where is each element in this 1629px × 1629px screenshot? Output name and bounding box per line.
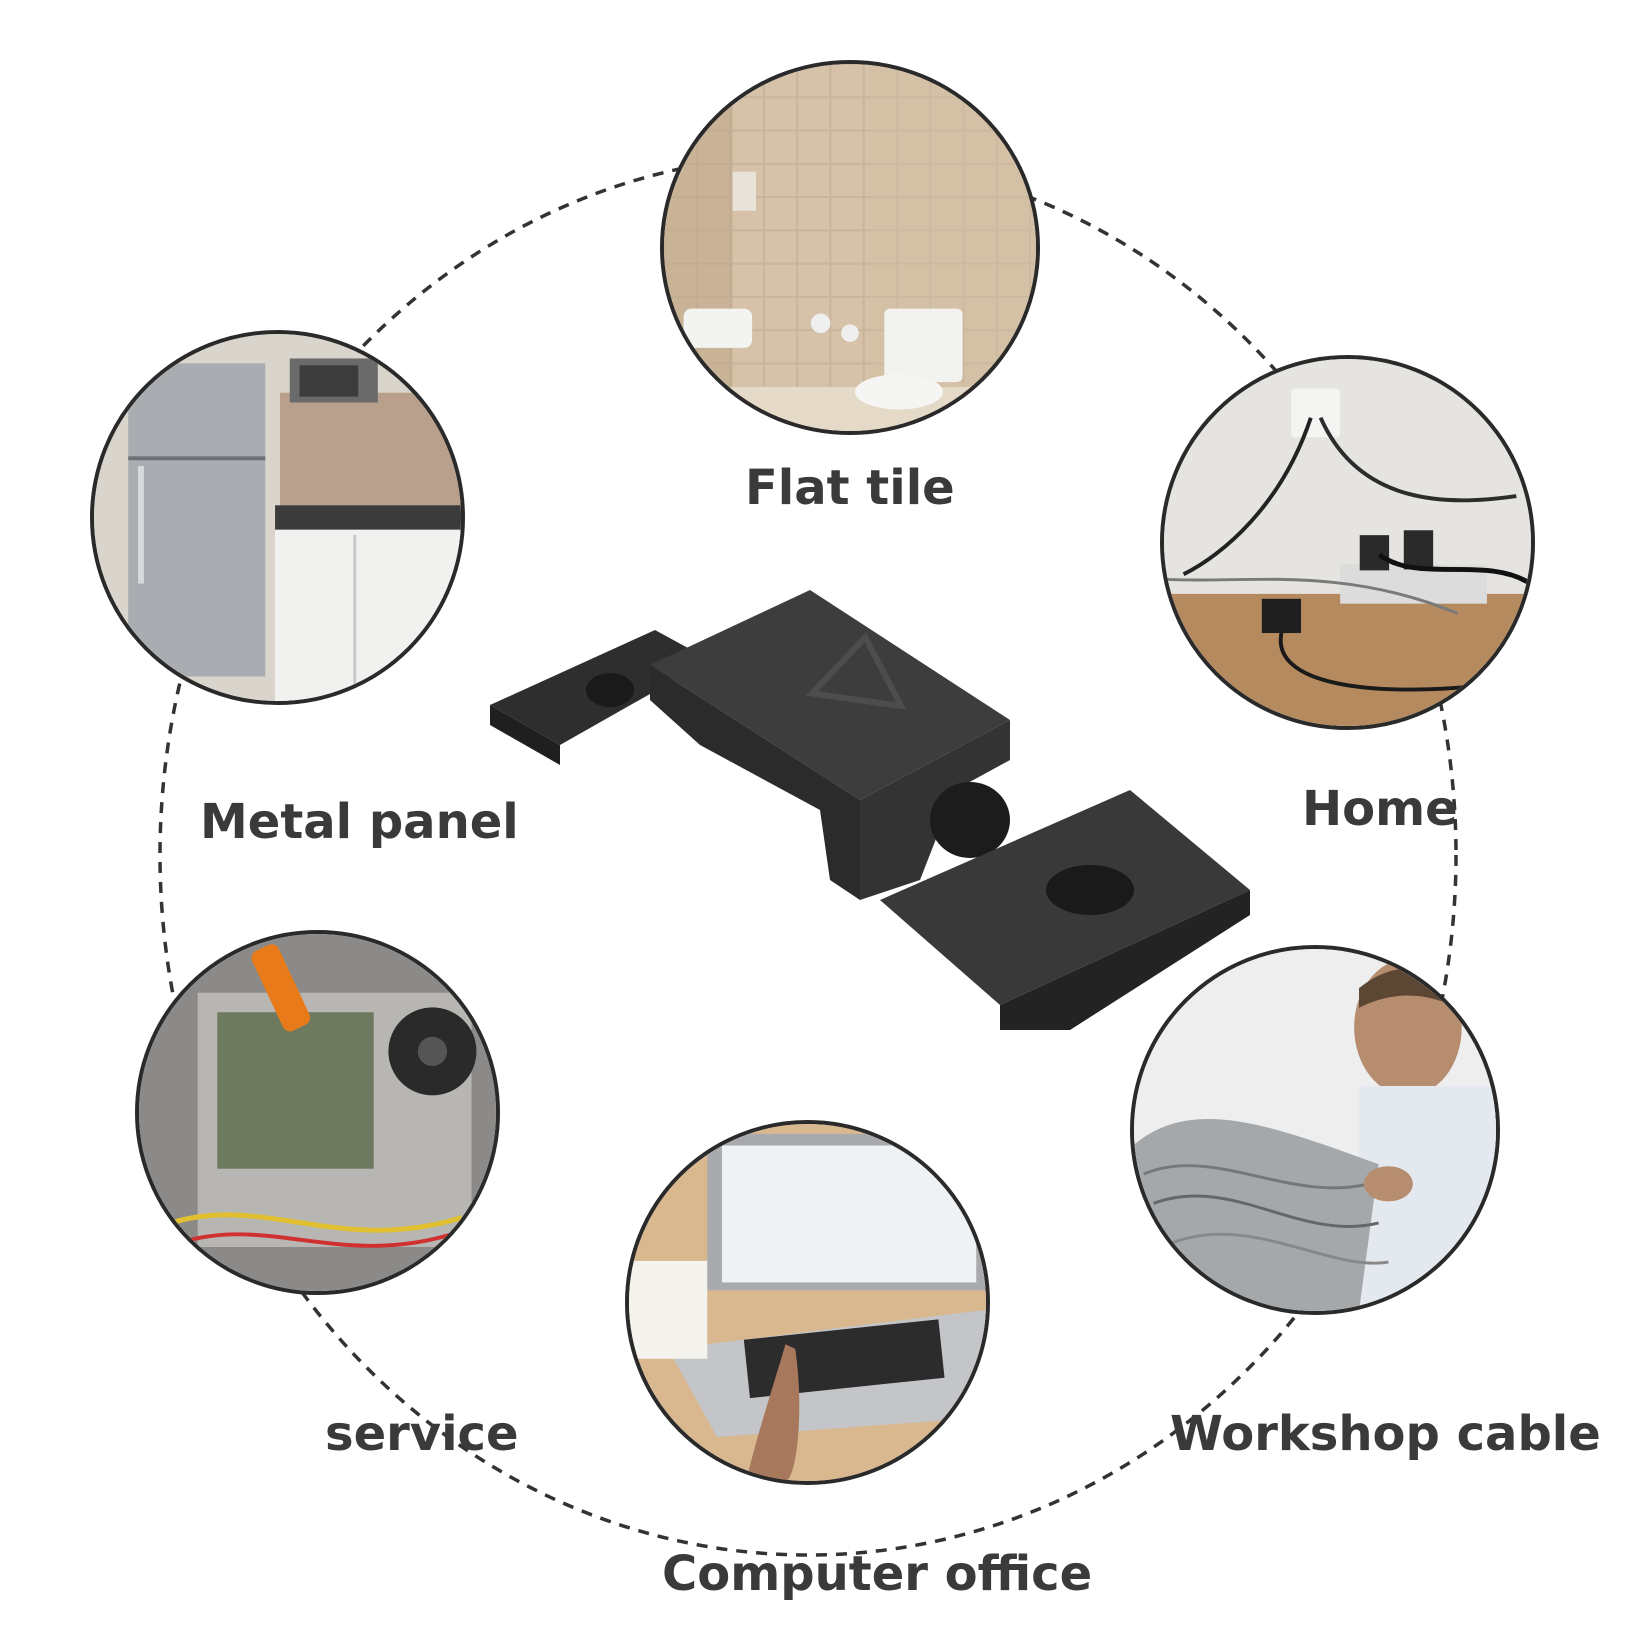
cable-clip-body — [490, 590, 1250, 1030]
computer-repair-scene — [139, 934, 496, 1291]
laptop-scene — [629, 1124, 986, 1481]
service-photo — [135, 930, 500, 1295]
kitchen-scene — [94, 334, 461, 701]
computer-office-photo — [625, 1120, 990, 1485]
metal-panel-photo — [90, 330, 465, 705]
recycle-icon — [805, 632, 907, 710]
label-metal-panel: Metal panel — [200, 794, 519, 850]
label-workshop-cable: Workshop cable — [1170, 1406, 1601, 1462]
label-flat-tile: Flat tile — [745, 460, 955, 516]
label-service: service — [325, 1406, 519, 1462]
label-home: Home — [1302, 781, 1458, 837]
label-computer-office: Computer office — [662, 1546, 1093, 1602]
